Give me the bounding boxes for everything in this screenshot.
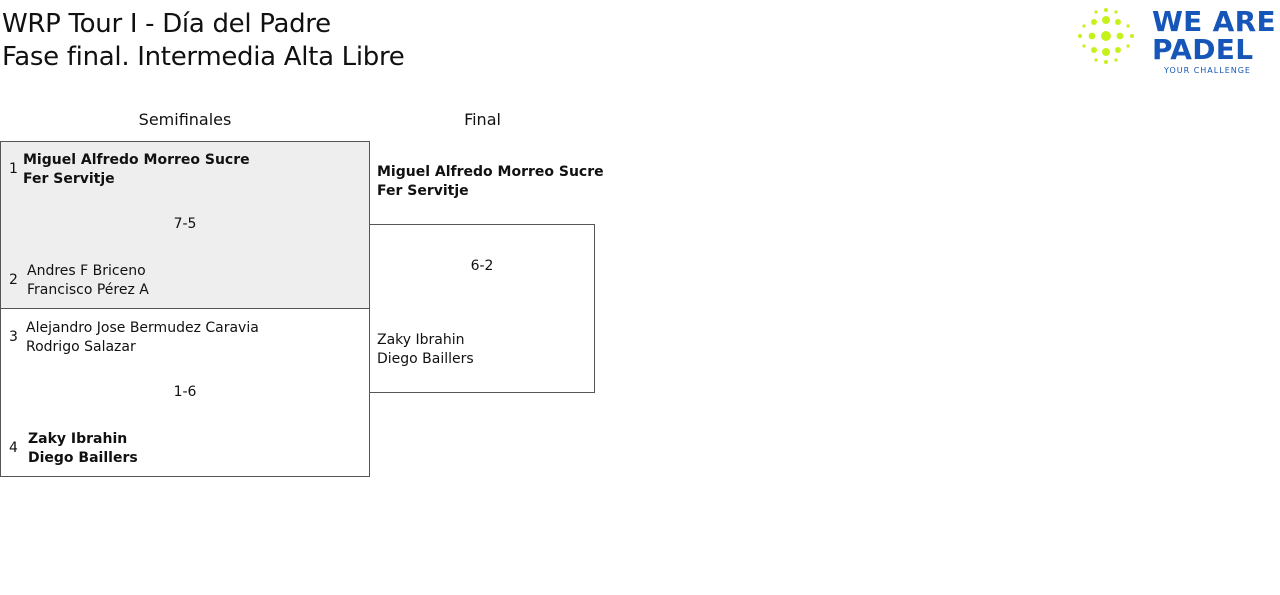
- semifinal-match-2[interactable]: 3 Alejandro Jose Bermudez Caravia Rodrig…: [0, 308, 370, 477]
- seed-number: 4: [9, 440, 18, 456]
- page-title: WRP Tour I - Día del Padre Fase final. I…: [2, 8, 405, 74]
- we-are-padel-logo: WE ARE PADEL YOUR CHALLENGE: [1076, 6, 1276, 78]
- semifinals-label: Semifinales: [138, 110, 232, 129]
- player-name: Fer Servitje: [23, 171, 115, 187]
- semifinal-2-score: 1-6: [173, 384, 197, 400]
- final-label: Final: [464, 110, 501, 129]
- seed-number: 1: [9, 161, 18, 177]
- semifinal-2-team-top: 3 Alejandro Jose Bermudez Caravia Rodrig…: [1, 319, 369, 359]
- semifinal-2-team-bottom: 4 Zaky Ibrahin Diego Baillers: [1, 430, 369, 470]
- logo-line2: PADEL: [1152, 33, 1254, 66]
- player-name: Francisco Pérez A: [27, 282, 149, 298]
- semifinal-1-team-bottom: 2 Andres F Briceno Francisco Pérez A: [1, 262, 369, 302]
- player-name: Zaky Ibrahin: [28, 431, 128, 447]
- player-name: Alejandro Jose Bermudez Caravia: [26, 320, 259, 336]
- player-name: Andres F Briceno: [27, 263, 146, 279]
- player-name: Diego Baillers: [377, 351, 474, 367]
- phase-title: Fase final. Intermedia Alta Libre: [2, 42, 405, 72]
- team-names: Zaky Ibrahin Diego Baillers: [28, 430, 138, 468]
- tournament-title: WRP Tour I - Día del Padre: [2, 9, 331, 39]
- player-name: Diego Baillers: [28, 450, 138, 466]
- final-team-bottom: Zaky Ibrahin Diego Baillers: [377, 331, 474, 369]
- logo-tagline: YOUR CHALLENGE: [1164, 66, 1251, 75]
- logo-line1: WE ARE: [1152, 5, 1276, 38]
- team-names: Miguel Alfredo Morreo Sucre Fer Servitje: [23, 151, 250, 189]
- seed-number: 3: [9, 329, 18, 345]
- final-match[interactable]: 6-2 Zaky Ibrahin Diego Baillers: [369, 224, 595, 393]
- logo-dots-icon: [1078, 8, 1134, 64]
- team-names: Andres F Briceno Francisco Pérez A: [27, 262, 149, 300]
- player-name: Fer Servitje: [377, 183, 469, 199]
- team-names: Alejandro Jose Bermudez Caravia Rodrigo …: [26, 319, 259, 357]
- semifinal-1-team-top: 1 Miguel Alfredo Morreo Sucre Fer Servit…: [1, 151, 369, 191]
- seed-number: 2: [9, 272, 18, 288]
- semifinal-match-1[interactable]: 1 Miguel Alfredo Morreo Sucre Fer Servit…: [0, 141, 370, 309]
- semifinal-1-score: 7-5: [173, 216, 197, 232]
- player-name: Miguel Alfredo Morreo Sucre: [377, 164, 604, 180]
- logo-wordmark: WE ARE PADEL: [1152, 8, 1276, 64]
- player-name: Rodrigo Salazar: [26, 339, 136, 355]
- player-name: Miguel Alfredo Morreo Sucre: [23, 152, 250, 168]
- final-team-top: Miguel Alfredo Morreo Sucre Fer Servitje: [377, 163, 604, 201]
- player-name: Zaky Ibrahin: [377, 332, 465, 348]
- final-score: 6-2: [470, 258, 494, 274]
